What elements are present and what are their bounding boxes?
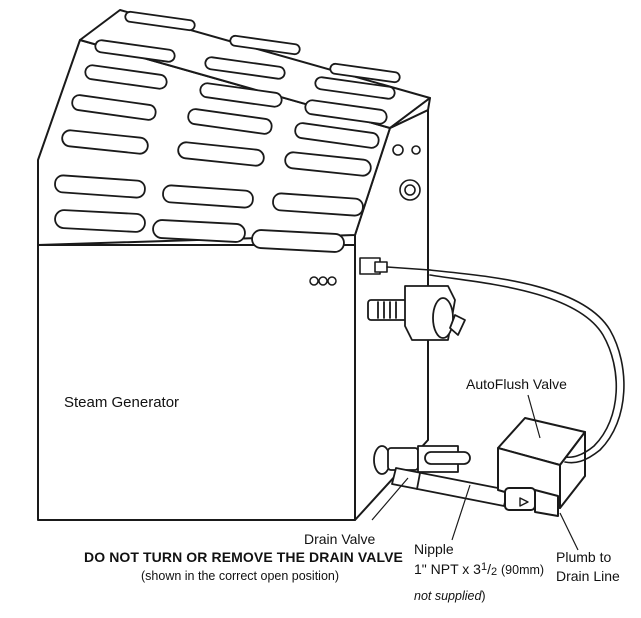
drain-warning-text: DO NOT TURN OR REMOVE THE DRAIN VALVE <box>84 549 403 565</box>
vent-slots <box>54 10 401 253</box>
nipple-spec-prefix: 1" NPT x 3 <box>414 561 481 577</box>
nipple-label: Nipple <box>414 541 454 557</box>
leader-plumb <box>559 512 579 551</box>
nipple-spec: 1" NPT x 31/2 (90mm) <box>414 561 544 580</box>
steam-generator-label: Steam Generator <box>64 394 180 411</box>
status-lights-icon <box>309 276 337 286</box>
generator-front-body <box>37 244 356 521</box>
sensor-connector <box>359 257 431 275</box>
drain-position-note: (shown in the correct open position) <box>141 569 340 583</box>
generator-cover-side <box>389 97 431 129</box>
control-cable-inner <box>429 274 618 459</box>
leader-autoflush <box>527 394 541 439</box>
nipple-fraction-denominator: 2 <box>490 566 498 578</box>
control-cable <box>429 269 625 464</box>
not-supplied-text: not supplied <box>414 589 482 603</box>
drain-valve <box>373 445 471 475</box>
autoflush-valve <box>497 417 586 517</box>
leader-drain-valve <box>371 477 409 521</box>
steam-outlet-fitting <box>367 285 466 341</box>
leader-nipple <box>451 484 471 541</box>
nipple-metric: (90mm) <box>501 563 545 577</box>
drain-line-label: Drain Line <box>556 568 620 584</box>
plumb-to-label: Plumb to <box>556 549 612 565</box>
side-fittings <box>392 144 421 201</box>
drain-valve-label: Drain Valve <box>304 531 376 547</box>
nipple-fraction-numerator: 1 <box>480 561 488 573</box>
nipple-fraction-slash: / <box>487 561 491 577</box>
autoflush-valve-label: AutoFlush Valve <box>466 376 567 392</box>
nipple-pipe <box>391 467 509 507</box>
not-supplied-paren: ) <box>481 589 486 603</box>
not-supplied-note: not supplied) <box>414 588 486 605</box>
